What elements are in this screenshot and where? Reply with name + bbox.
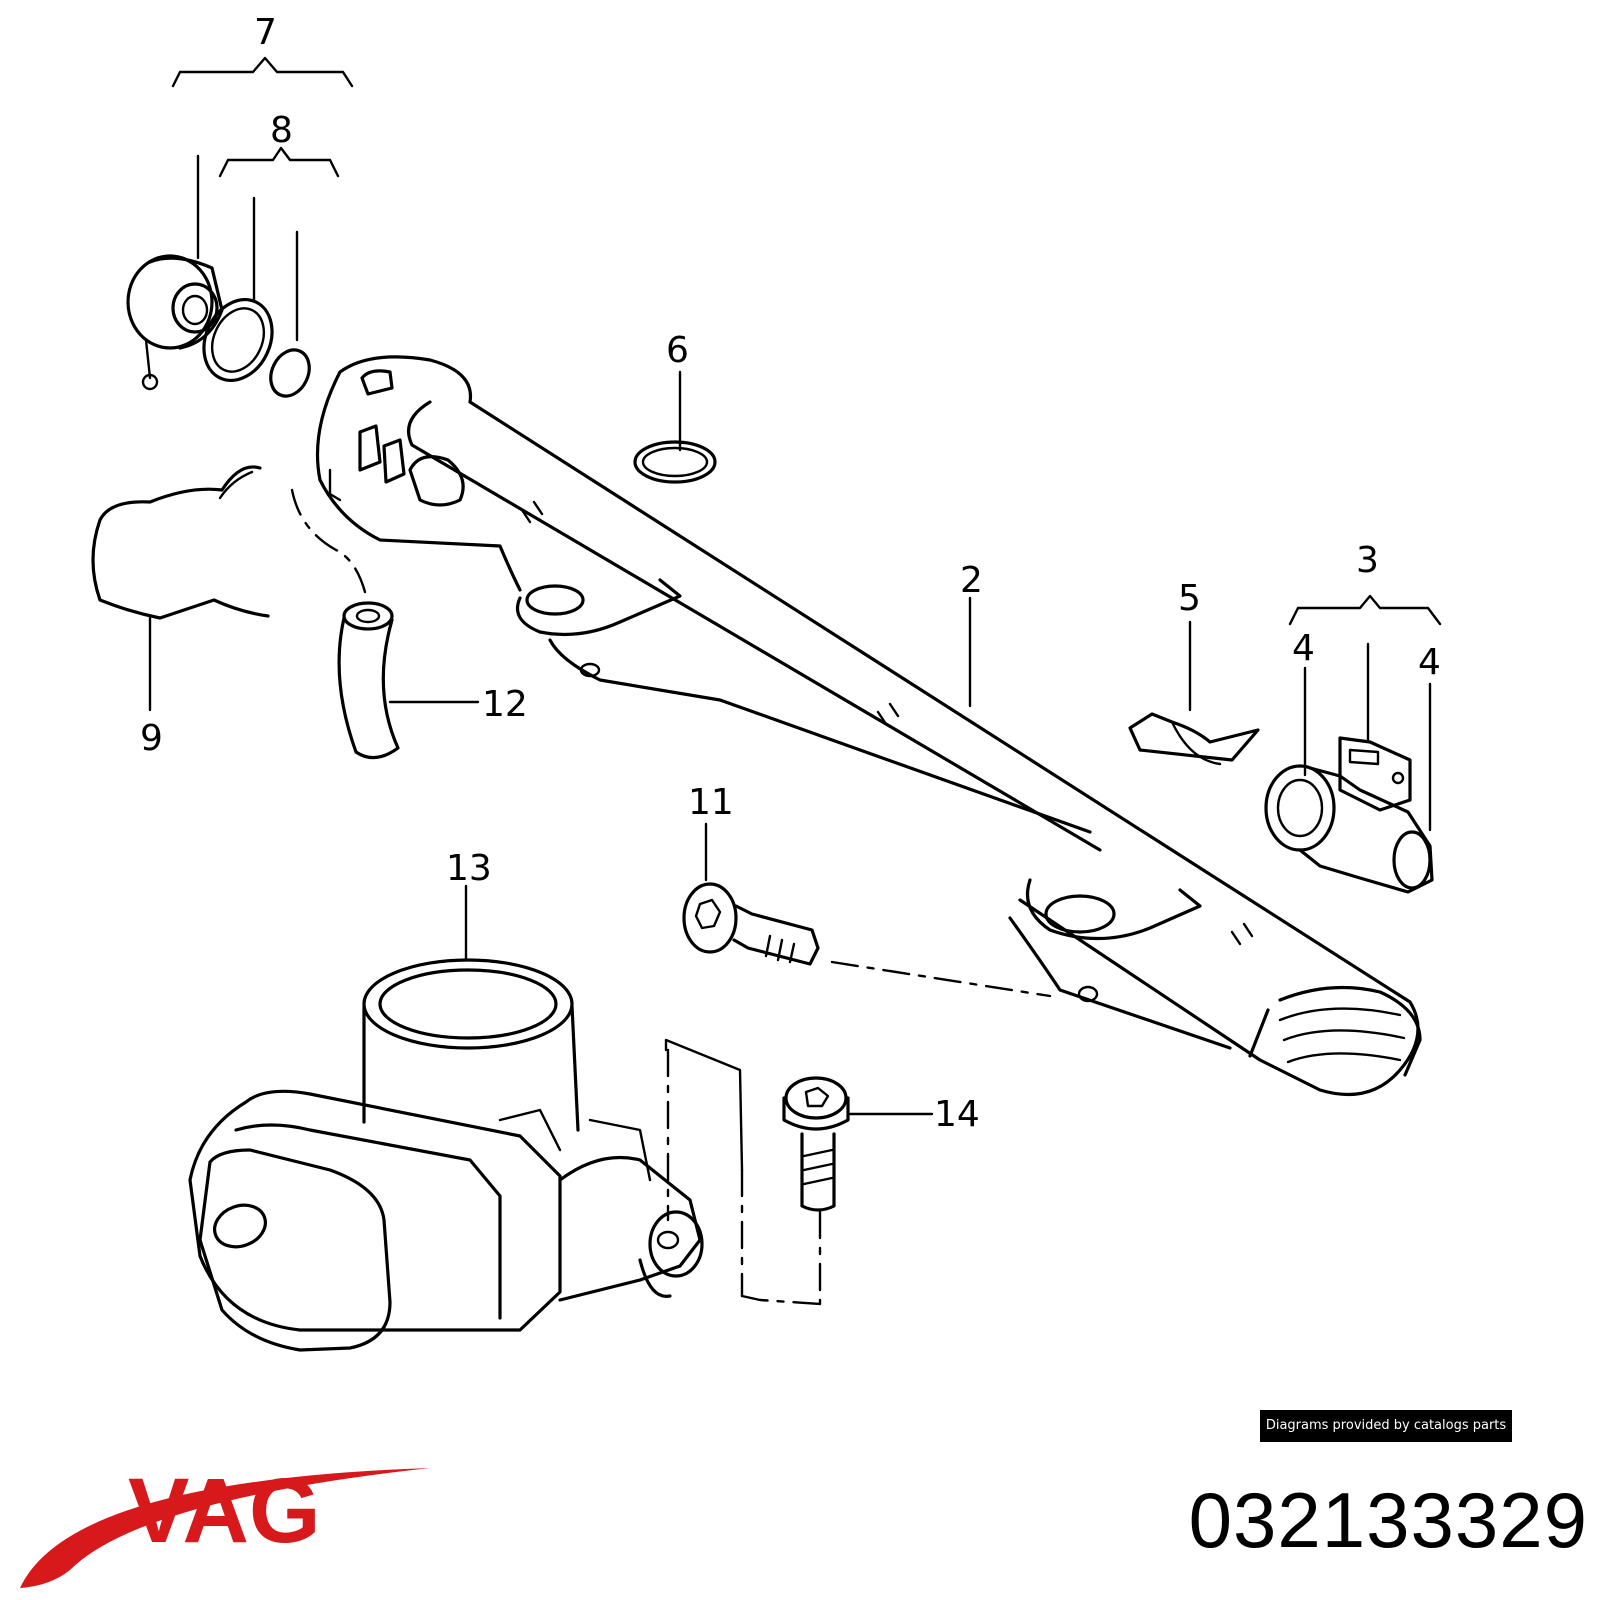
svg-text:VAG: VAG xyxy=(128,1460,321,1562)
o-ring-large xyxy=(202,298,274,382)
bolt-11 xyxy=(682,822,1052,998)
callout-6: 6 xyxy=(666,330,689,371)
diagram-credit: Diagrams provided by catalogs parts xyxy=(1260,1410,1512,1442)
vacuum-hose xyxy=(290,488,480,760)
retaining-clip xyxy=(91,465,270,712)
callout-12: 12 xyxy=(482,684,528,725)
throttle-body xyxy=(188,884,822,1352)
injector-clip xyxy=(1128,620,1260,766)
part-number: 032133329 xyxy=(1188,1476,1588,1564)
sealing-ring xyxy=(633,370,717,484)
callout-4-right: 4 xyxy=(1418,642,1441,683)
vag-logo: VAG xyxy=(20,1460,430,1588)
callout-5: 5 xyxy=(1178,578,1201,619)
callout-4-left: 4 xyxy=(1292,628,1315,669)
bracket-8 xyxy=(218,146,340,178)
callout-2: 2 xyxy=(960,560,983,601)
callout-13: 13 xyxy=(446,848,492,889)
callout-14: 14 xyxy=(934,1094,980,1135)
bracket-7 xyxy=(171,56,354,88)
pressure-regulator xyxy=(126,254,224,391)
bolt-14 xyxy=(782,1076,934,1212)
o-ring-small xyxy=(269,348,311,398)
fuel-injector xyxy=(1264,594,1442,894)
callout-8: 8 xyxy=(270,110,293,151)
callout-7: 7 xyxy=(254,12,277,53)
callout-9: 9 xyxy=(140,718,163,759)
callout-3: 3 xyxy=(1356,540,1379,581)
fuel-rail xyxy=(315,355,1422,1097)
callout-11: 11 xyxy=(688,782,734,823)
